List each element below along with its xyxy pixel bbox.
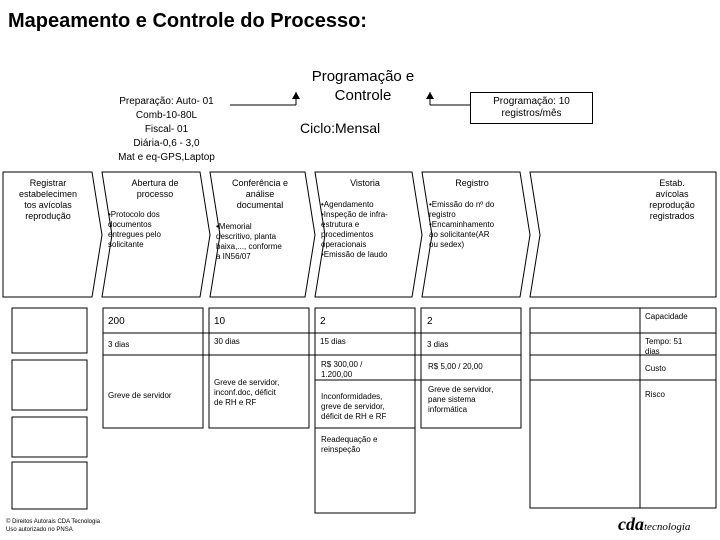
abertura-title: Abertura de processo bbox=[131, 178, 179, 199]
preparacao-box: Preparação: Auto- 01 Comb-10-80L Fiscal-… bbox=[104, 90, 229, 167]
registro-title: Registro bbox=[455, 178, 489, 188]
risco-value-3: Inconformidades, greve de servidor, défi… bbox=[321, 392, 387, 421]
copyright-text: © Direitos Autorais CDA Tecnologia Uso a… bbox=[6, 519, 101, 533]
conferencia-shape bbox=[209, 171, 316, 298]
arrow-head bbox=[426, 92, 434, 99]
capacidade-label: Capacidade bbox=[645, 312, 688, 321]
registrar-text: Registrar estabelecimen tos avícolas rep… bbox=[18, 178, 78, 221]
vistoria-desc: •Agendamento •Inspeção de infra- estrutu… bbox=[321, 200, 388, 259]
tempo-value-4: 3 dias bbox=[427, 340, 449, 349]
arrow-head bbox=[292, 92, 300, 99]
abertura-desc: •Protocolo dos documentos entregues pelo… bbox=[108, 210, 161, 249]
risco-value-1: Greve de servidor bbox=[108, 391, 172, 400]
registrar-shape bbox=[2, 171, 103, 298]
custo-value-1: R$ 300,00 / 1.200,00 bbox=[321, 360, 363, 379]
empty-cell bbox=[11, 461, 88, 510]
page-title: Mapeamento e Controle do Processo: bbox=[8, 10, 367, 32]
logo-bold: cda bbox=[618, 514, 644, 534]
logo-rest: tecnologia bbox=[644, 521, 691, 533]
risco-value-2: Greve de servidor, inconf.doc, déficit d… bbox=[214, 378, 280, 407]
empty-cell bbox=[11, 359, 88, 411]
programacao-registros-box: Programação: 10 registros/mês bbox=[470, 92, 593, 124]
conferencia-title: Conferência e análise documental bbox=[231, 178, 289, 210]
tempo-value-1: 3 dias bbox=[108, 340, 130, 349]
vistoria-title: Vistoria bbox=[350, 178, 380, 188]
readequacao-text: Readequação e reinspeção bbox=[321, 435, 378, 454]
tempo-value-2: 30 dias bbox=[214, 337, 240, 346]
custo-label: Custo bbox=[645, 364, 666, 373]
programacao-controle-label: Programação e Controle bbox=[311, 68, 415, 104]
tempo-label: Tempo: 51 dias bbox=[645, 337, 683, 356]
capacidade-value-4: 2 bbox=[427, 316, 433, 327]
conferencia-desc: •Memorial descritivo, planta baixa,..., … bbox=[216, 222, 282, 261]
tempo-value-3: 15 dias bbox=[320, 337, 346, 346]
ciclo-label: Ciclo:Mensal bbox=[300, 120, 381, 136]
vistoria-shape bbox=[314, 171, 423, 298]
risco-value-4: Greve de servidor, pane sistema informát… bbox=[428, 385, 494, 414]
risco-label: Risco bbox=[645, 390, 666, 399]
capacidade-value-2: 10 bbox=[214, 316, 226, 327]
preparacao-text: Preparação: Auto- 01 Comb-10-80L Fiscal-… bbox=[118, 96, 215, 163]
capacidade-value-3: 2 bbox=[320, 316, 326, 327]
registro-desc: •Emissão do nº do registro •Encaminhamen… bbox=[429, 200, 495, 249]
empty-cell bbox=[11, 307, 88, 354]
estab-shape bbox=[529, 171, 717, 298]
custo-value-2: R$ 5,00 / 20,00 bbox=[428, 362, 483, 371]
abertura-shape bbox=[101, 171, 211, 298]
estab-text: Estab. avícolas reprodução registrados bbox=[649, 178, 695, 221]
cda-logo: cdatecnologia bbox=[618, 514, 690, 535]
empty-cell bbox=[11, 416, 88, 458]
registro-shape bbox=[421, 171, 531, 298]
capacidade-value-1: 200 bbox=[108, 316, 125, 327]
programacao-registros-text: Programação: 10 registros/mês bbox=[493, 96, 570, 119]
